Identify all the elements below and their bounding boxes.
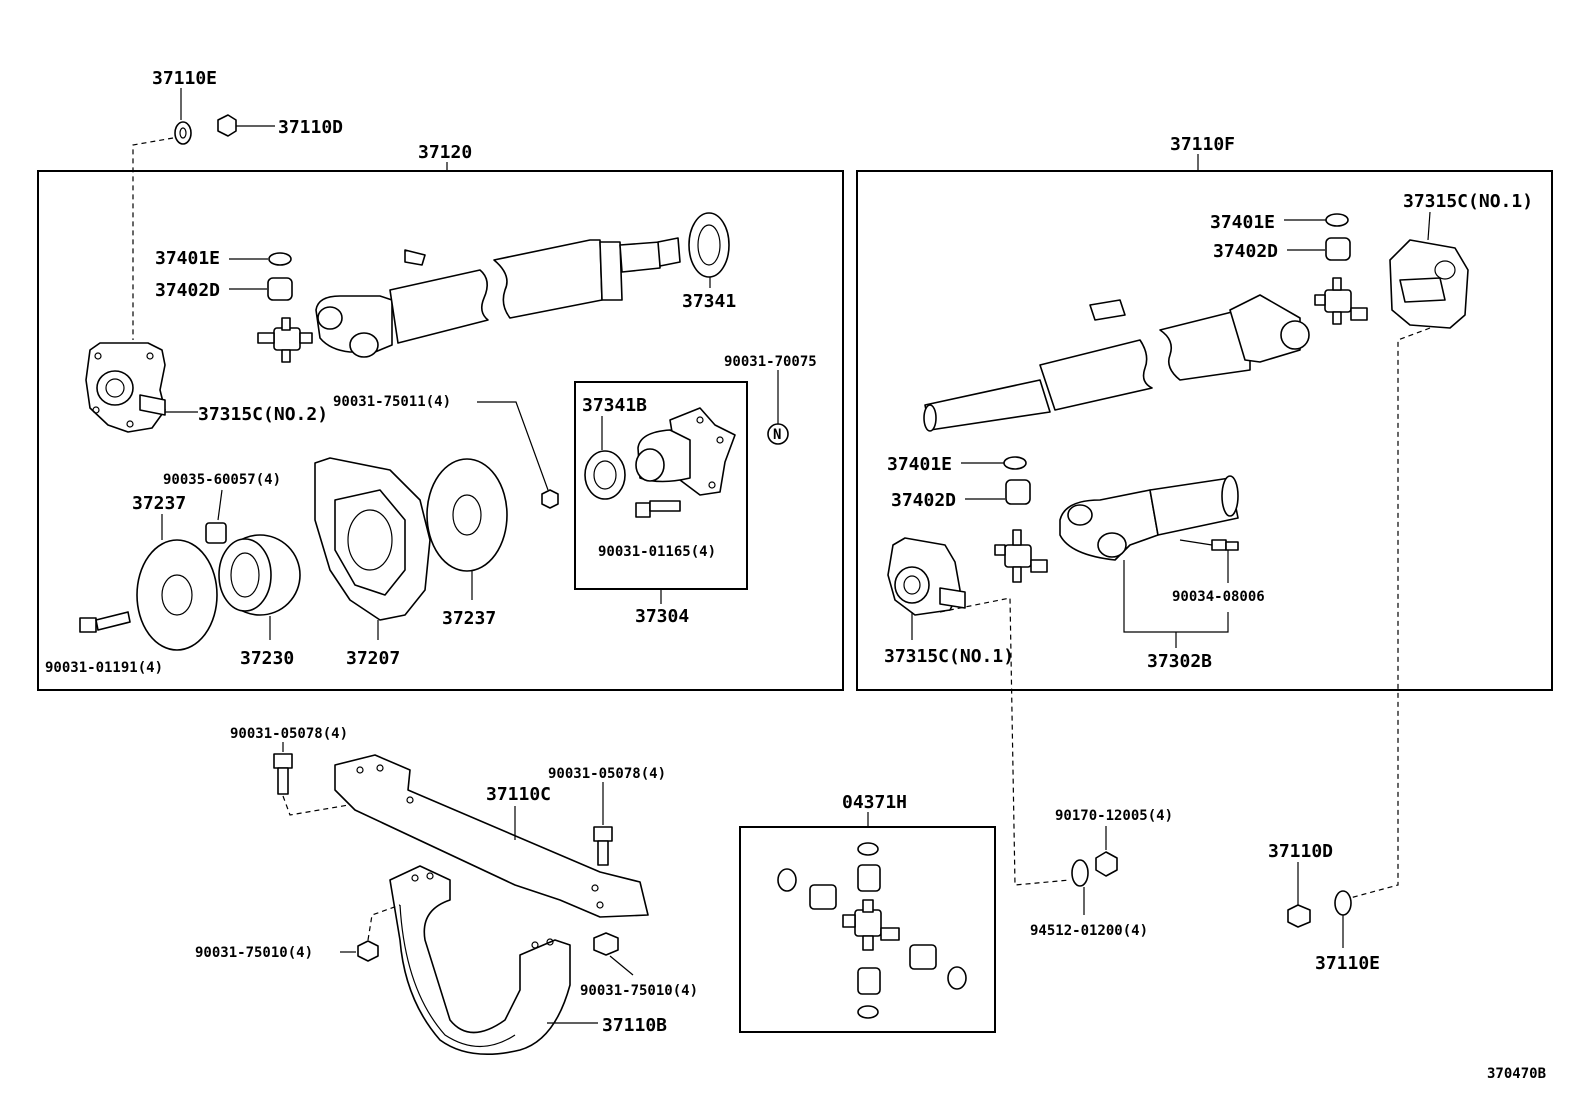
label-37401E-left: 37401E [155,248,220,269]
washer-icon [174,121,192,145]
label-37341: 37341 [682,291,736,312]
label-37110B: 37110B [602,1015,667,1036]
bolt-icon [273,753,293,795]
label-90031-01165: 90031-01165(4) [598,544,716,560]
spider-icon [1314,277,1368,325]
washer-icon [1334,890,1352,916]
spider-kit-icon [777,842,967,1019]
flange-yoke-icon [1389,239,1469,329]
spider-icon [257,317,313,363]
bolt-icon [593,826,613,866]
label-37315C-no1-top: 37315C(NO.1) [1403,191,1533,212]
bearing-cup-icon [1005,479,1031,505]
label-90170-12005: 90170-12005(4) [1055,808,1173,824]
group-title-37120: 37120 [418,142,472,163]
label-90035-60057: 90035-60057(4) [163,472,281,488]
label-90031-05078-a: 90031-05078(4) [230,726,348,742]
nut-icon [1095,851,1118,877]
label-90031-75010-b: 90031-75010(4) [580,983,698,999]
group-title-04371H: 04371H [842,792,907,813]
label-37401E-r2: 37401E [887,454,952,475]
label-90031-75011: 90031-75011(4) [333,394,451,410]
grease-fitting-icon [1211,539,1239,551]
flange-yoke-icon [887,537,966,616]
label-37110E-bot: 37110E [1315,953,1380,974]
nut-icon [1287,904,1311,928]
slip-yoke-icon [1059,475,1239,561]
label-37237-left: 37237 [132,493,186,514]
label-37110D-top: 37110D [278,117,343,138]
snap-ring-icon [1003,456,1027,470]
bearing-cup-icon [1325,237,1351,261]
label-37402D-r1: 37402D [1213,241,1278,262]
label-90034-08006: 90034-08006 [1172,589,1265,605]
propeller-shaft-icon [923,294,1310,432]
washer-icon [1071,859,1089,887]
support-cushion-icon [314,457,431,621]
nut-symbol-label: N [773,427,781,443]
bearing-cup-icon [267,277,293,301]
companion-flange-icon [635,407,736,496]
label-90031-05078-b: 90031-05078(4) [548,766,666,782]
label-37110E-top: 37110E [152,68,217,89]
oil-seal-icon [584,450,626,500]
dust-deflector-icon [136,539,218,651]
label-37110D-bot: 37110D [1268,841,1333,862]
label-37402D-left: 37402D [155,280,220,301]
label-37315C-no1-bot: 37315C(NO.1) [884,646,1014,667]
label-37401E-r1: 37401E [1210,212,1275,233]
spider-icon [994,529,1048,583]
bolt-icon [79,611,131,633]
center-bearing-icon [218,534,301,616]
label-37230: 37230 [240,648,294,669]
sleeve-icon [205,522,227,544]
snap-ring-icon [1325,213,1349,227]
label-90031-75010-a: 90031-75010(4) [195,945,313,961]
label-37315C-no2: 37315C(NO.2) [198,404,328,425]
nut-icon [217,114,237,137]
label-90031-01191: 90031-01191(4) [45,660,163,676]
support-bracket-icon [389,865,571,1055]
label-37207: 37207 [346,648,400,669]
snap-ring-icon [268,252,292,266]
group-title-37110F: 37110F [1170,134,1235,155]
nut-icon [541,489,559,509]
nut-icon [357,940,379,962]
label-94512-01200: 94512-01200(4) [1030,923,1148,939]
group-box-37110F [856,170,1553,691]
label-37237-right: 37237 [442,608,496,629]
propeller-shaft-icon [315,237,681,358]
bolt-icon [635,500,681,518]
label-37402D-r2: 37402D [891,490,956,511]
group-title-37304: 37304 [635,606,689,627]
crossmember-icon [334,754,649,918]
diagram-id: 370470B [1487,1066,1546,1082]
flange-yoke-icon [85,342,166,433]
label-90031-70075: 90031-70075 [724,354,817,370]
label-37110C: 37110C [486,784,551,805]
dust-seal-icon [688,212,730,278]
label-37341B: 37341B [582,395,647,416]
dust-deflector-icon [426,458,508,572]
label-37302B: 37302B [1147,651,1212,672]
nut-symbol-icon [767,423,789,445]
group-box-37120 [37,170,844,691]
nut-icon [593,932,619,956]
